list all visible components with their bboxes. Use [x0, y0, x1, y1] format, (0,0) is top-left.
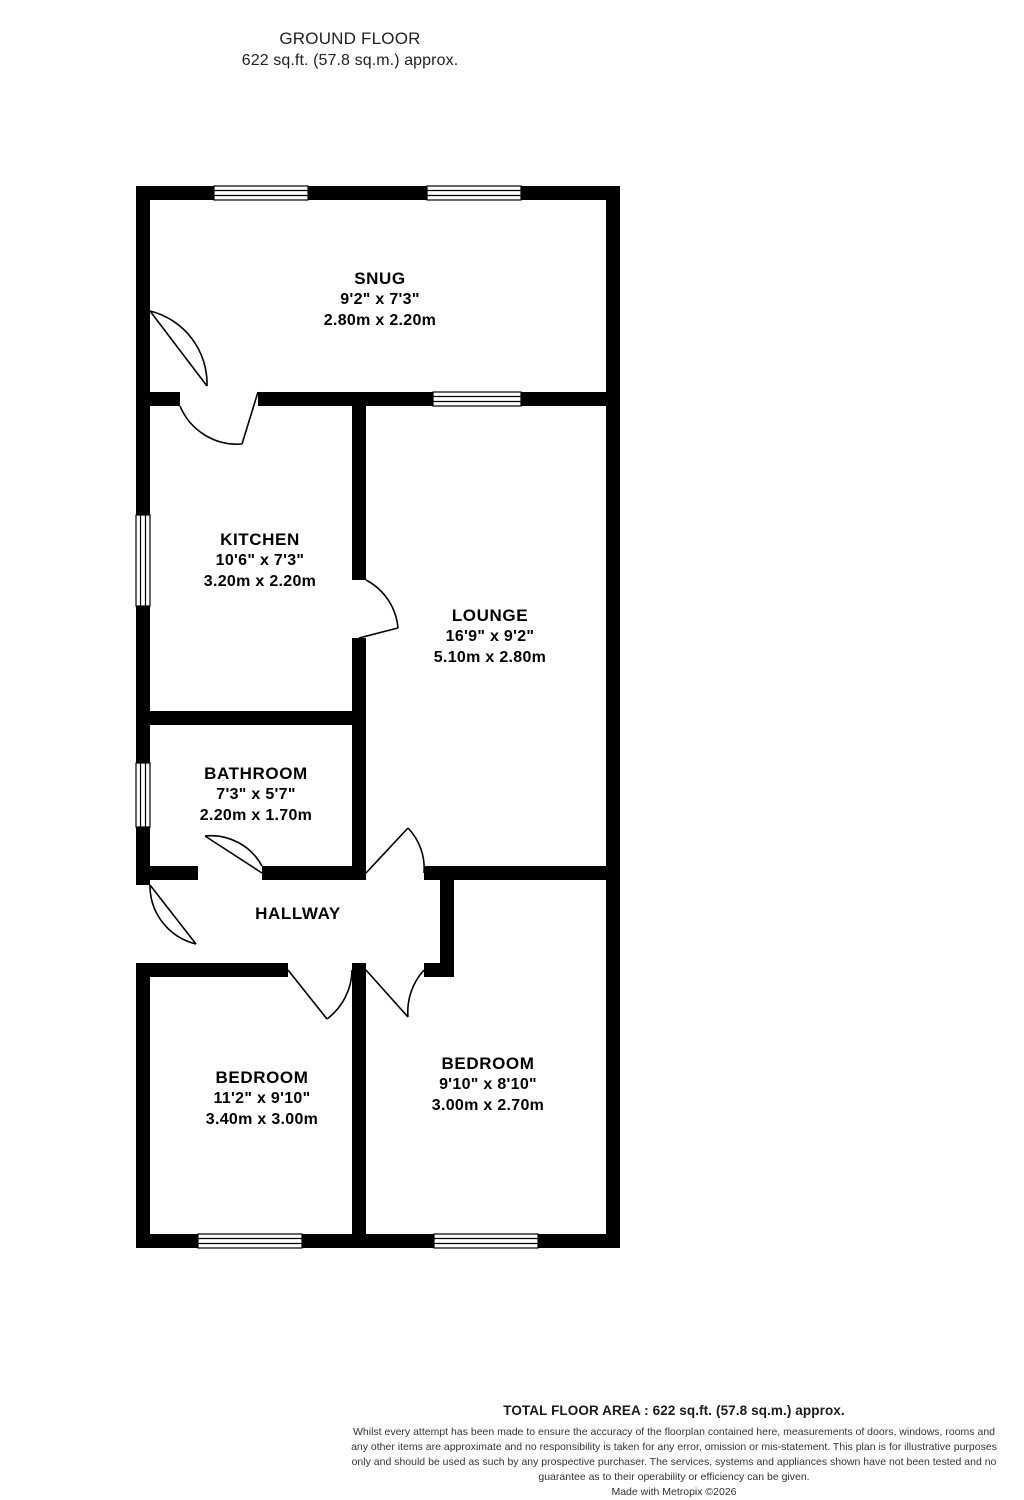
window-kitchen-left [135, 514, 151, 607]
wall-right-lower [606, 877, 620, 1248]
floorplan-drawing [135, 185, 620, 1249]
door-bedroom1 [287, 969, 353, 1020]
room-name: KITCHEN [220, 530, 300, 549]
room-name: BATHROOM [204, 764, 308, 783]
floor-area-subtitle: 622 sq.ft. (57.8 sq.m.) approx. [241, 52, 459, 70]
wall-bath-hall-b [262, 866, 366, 880]
room-dimensions-imperial: 7'3" x 5'7" [216, 786, 296, 804]
wall-left-snug [136, 186, 150, 386]
room-label-lounge: LOUNGE 16'9" x 9'2" 5.10m x 2.80m [378, 605, 602, 669]
wall-bath-hall-a [136, 866, 198, 880]
room-dimensions-imperial: 16'9" x 9'2" [445, 628, 535, 646]
room-dimensions-metric: 5.10m x 2.80m [433, 648, 547, 666]
wall-hall-bed2 [440, 880, 454, 970]
room-dimensions-imperial: 11'2" x 9'10" [213, 1090, 311, 1108]
room-label-snug: SNUG 9'2" x 7'3" 2.80m x 2.20m [258, 268, 502, 332]
window-group [135, 185, 539, 1249]
room-name: SNUG [354, 269, 406, 288]
door-bedroom2 [365, 969, 425, 1018]
wall-left-b [136, 606, 150, 763]
room-dimensions-imperial: 9'10" x 8'10" [439, 1076, 537, 1094]
total-floor-area: TOTAL FLOOR AREA : 622 sq.ft. (57.8 sq.m… [503, 1403, 845, 1418]
door-group [149, 310, 425, 1020]
room-dimensions-imperial: 9'2" x 7'3" [340, 291, 420, 309]
room-dimensions-metric: 3.00m x 2.70m [431, 1096, 545, 1114]
wall-left-d [136, 963, 150, 1248]
wall-bottom-b [302, 1234, 434, 1248]
wall-snug-div-c [521, 392, 620, 406]
room-name: BEDROOM [215, 1068, 309, 1087]
window-snug-top-left [213, 185, 309, 201]
wall-bottom-a [136, 1234, 198, 1248]
wall-lounge-hall [424, 866, 620, 880]
door-snug [149, 310, 208, 387]
room-label-kitchen: KITCHEN 10'6" x 7'3" 3.20m x 2.20m [148, 529, 372, 593]
room-dimensions-metric: 2.20m x 1.70m [199, 806, 313, 824]
page-title: GROUND FLOOR [279, 29, 421, 48]
disclaimer-text: Whilst every attempt has been made to en… [351, 1426, 997, 1483]
room-dimensions-metric: 3.40m x 3.00m [205, 1110, 319, 1128]
room-dimensions-imperial: 10'6" x 7'3" [215, 552, 305, 570]
room-dimensions-metric: 2.80m x 2.20m [323, 311, 437, 329]
window-bedroom2-bottom [433, 1233, 539, 1249]
wall-hall-bed-a [136, 963, 288, 977]
window-bathroom-left [135, 762, 151, 828]
wall-left-a [136, 386, 150, 515]
door-kitchen [179, 391, 259, 445]
room-name: BEDROOM [441, 1054, 535, 1073]
room-label-bedroom1: BEDROOM 11'2" x 9'10" 3.40m x 3.00m [146, 1067, 378, 1131]
wall-kitchen-bathroom [136, 711, 366, 725]
window-lounge-top [432, 391, 522, 407]
window-snug-top-right [426, 185, 522, 201]
door-bathroom [204, 834, 263, 874]
room-label-hallway: HALLWAY [186, 903, 410, 925]
wall-top-a [136, 186, 214, 200]
wall-kitchen-lounge-a [352, 392, 366, 580]
wall-snug-div-a [136, 392, 180, 406]
door-lounge [365, 827, 425, 874]
room-name: LOUNGE [451, 606, 529, 625]
wall-top-b [308, 186, 427, 200]
wall-kitchen-lounge-b [352, 638, 366, 720]
floorplan-header: GROUND FLOOR 622 sq.ft. (57.8 sq.m.) app… [0, 28, 700, 72]
window-bedroom1-bottom [197, 1233, 303, 1249]
wall-bathroom-right [352, 711, 366, 880]
wall-hall-bed-c [424, 963, 454, 977]
room-label-bedroom2: BEDROOM 9'10" x 8'10" 3.00m x 2.70m [372, 1053, 604, 1117]
made-with-credit: Made with Metropix ©2026 [611, 1485, 737, 1498]
wall-bed1-bed2 [352, 963, 366, 1248]
door-kitchen-lounge [358, 579, 399, 639]
floorplan-footer: TOTAL FLOOR AREA : 622 sq.ft. (57.8 sq.m… [324, 1403, 1024, 1500]
wall-group [136, 186, 620, 1248]
wall-right-upper [606, 186, 620, 891]
wall-snug-div-b [258, 392, 433, 406]
wall-top-c [521, 186, 620, 200]
door-entry [149, 884, 197, 945]
floorplan-svg [135, 185, 620, 1249]
room-label-bathroom: BATHROOM 7'3" x 5'7" 2.20m x 1.70m [140, 763, 372, 827]
room-dimensions-metric: 3.20m x 2.20m [203, 572, 317, 590]
wall-bottom-c [538, 1234, 620, 1248]
room-name: HALLWAY [255, 904, 341, 923]
